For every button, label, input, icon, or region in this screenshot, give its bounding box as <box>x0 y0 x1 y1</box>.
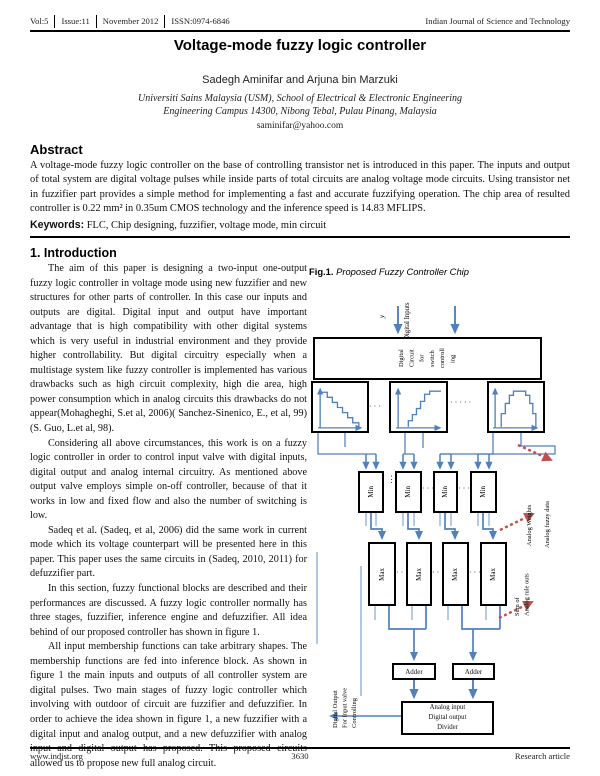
email-link[interactable]: saminifar@yahoo.com <box>256 121 344 131</box>
adder-box: Adder <box>392 663 436 680</box>
abstract-heading: Abstract <box>30 142 83 157</box>
digital-switch-circuit-box: Digital Circuit for switch controll ing <box>313 337 542 380</box>
z-shaped-staircase-icon <box>316 387 363 431</box>
authors-line: Sadegh Aminifar and Arjuna bin Marzuki <box>202 74 398 86</box>
membership-function-box-s <box>389 381 448 433</box>
journal-name: Indian Journal of Science and Technology <box>425 16 570 26</box>
analog-fuzzy-data-arrow-icon <box>517 443 553 462</box>
fuzzifier-to-min-wires <box>317 432 556 455</box>
issn-label: ISSN:0974-6846 <box>171 16 230 26</box>
figure-1: Fig.1. Proposed Fuzzy Controller Chip <box>307 266 570 771</box>
input-variable-label: y <box>378 314 386 318</box>
ellipsis: ··· <box>432 568 446 577</box>
ellipsis: ··· <box>469 568 483 577</box>
adder-label: Adder <box>464 667 483 676</box>
paragraph: Sadeq et al. (Sadeq, et al, 2006) did th… <box>30 524 307 580</box>
digital-output-label: Digital Output For Input valve Controlli… <box>332 687 358 728</box>
keywords-label: Keywords: <box>30 219 85 231</box>
s-shaped-staircase-icon <box>394 387 442 431</box>
header-divider <box>54 14 56 28</box>
paragraph: In this section, fuzzy functional blocks… <box>30 583 307 638</box>
ellipsis: ··· <box>369 402 383 411</box>
max-label: Max <box>451 567 460 581</box>
header-divider <box>164 14 166 28</box>
keywords-row: Keywords: FLC, Chip designing, fuzzifier… <box>30 219 570 231</box>
min-box: Min <box>470 471 497 513</box>
min-box: Min <box>395 471 422 513</box>
issue-label: Issue:11 <box>61 16 90 26</box>
paragraph: The aim of this paper is designing a two… <box>30 263 307 435</box>
divider-label: Analog input Digital output Divider <box>428 703 467 732</box>
figure-caption: Fig.1. Proposed Fuzzy Controller Chip <box>309 266 469 277</box>
intro-column: The aim of this paper is designing a two… <box>30 262 307 771</box>
sum-analog-rule-outs-label: Sum of Analog rule outs <box>514 573 531 616</box>
min-box: Min <box>358 471 384 513</box>
digital-switch-circuit-label: Digital Circuit for switch controll ing <box>397 348 456 369</box>
keywords-rule <box>30 236 570 238</box>
analog-weights-label: Analog Weights <box>526 504 533 546</box>
pi-shaped-staircase-icon <box>491 387 539 431</box>
footer-article-type: Research article <box>514 751 570 761</box>
footer-site: www.indjst.org <box>30 751 83 761</box>
email-row: saminifar@yahoo.com <box>0 121 600 131</box>
max-label: Max <box>414 567 423 581</box>
max-box: Max <box>406 542 432 606</box>
min-output-stubs <box>365 513 490 526</box>
min-label: Min <box>479 486 488 498</box>
min-label: Min <box>441 486 450 498</box>
footer-rule <box>30 747 570 749</box>
min-label: Min <box>366 486 375 498</box>
affiliation-line-1: Universiti Sains Malaysia (USM), School … <box>137 93 462 104</box>
adder-to-divider-arrows-icon <box>409 680 478 700</box>
section-heading-introduction: 1. Introduction <box>30 246 117 260</box>
min-label: Min <box>404 486 413 498</box>
figure-caption-text: Proposed Fuzzy Controller Chip <box>336 266 469 277</box>
digital-inputs-label: Digital Inputs <box>404 302 411 340</box>
max-label: Max <box>489 567 498 581</box>
keywords-text: FLC, Chip designing, fuzzifier, voltage … <box>86 220 327 231</box>
ellipsis: ··· <box>422 484 436 493</box>
adder-label: Adder <box>405 667 423 676</box>
abstract-text: A voltage-mode fuzzy logic controller on… <box>30 160 570 215</box>
max-to-adder-arrows-icon <box>388 606 501 662</box>
date-label: November 2012 <box>102 16 159 26</box>
page-header: Vol:5 Issue:11 November 2012 ISSN:0974-6… <box>30 12 570 30</box>
ellipsis: ··· <box>458 484 472 493</box>
figure-caption-label: Fig.1. <box>309 266 334 277</box>
footer-page-number: 3630 <box>291 751 309 761</box>
ellipsis: ····· <box>450 398 474 407</box>
min-to-max-arrows-icon <box>370 513 498 541</box>
header-divider <box>95 14 97 28</box>
issue-info: Vol:5 Issue:11 November 2012 ISSN:0974-6… <box>30 14 230 28</box>
divider-box: Analog input Digital output Divider <box>401 701 494 735</box>
page-footer: www.indjst.org 3630 Research article <box>30 751 570 761</box>
vertical-ellipsis: ⋮ <box>387 474 396 484</box>
paragraph: Considering all above circumstances, thi… <box>30 437 307 522</box>
membership-function-box-pi <box>487 381 545 433</box>
max-box: Max <box>368 542 396 606</box>
max-box: Max <box>480 542 507 606</box>
adder-box: Adder <box>452 663 495 680</box>
min-box: Min <box>433 471 458 513</box>
max-output-stubs <box>374 606 501 620</box>
analog-fuzzy-data-label: Analog fuzzy data <box>544 501 551 548</box>
max-label: Max <box>377 567 386 581</box>
membership-function-box-z <box>311 381 369 433</box>
volume-label: Vol:5 <box>30 16 49 26</box>
header-rule <box>30 30 570 32</box>
max-box: Max <box>442 542 469 606</box>
min-input-arrows-icon <box>362 454 493 470</box>
affiliation-line-2: Engineering Campus 14300, Nibong Tebal, … <box>163 106 437 117</box>
page-title: Voltage-mode fuzzy logic controller <box>173 37 427 54</box>
